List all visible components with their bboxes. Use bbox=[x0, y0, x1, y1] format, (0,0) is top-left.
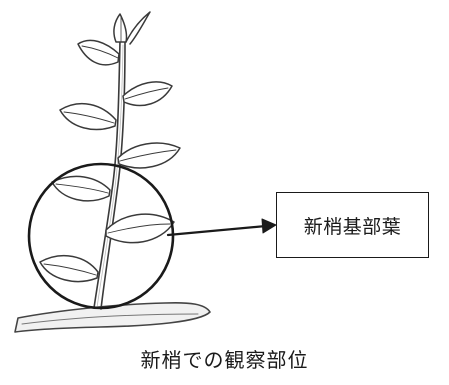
leaf bbox=[59, 102, 117, 131]
leaf bbox=[117, 142, 181, 169]
leaf bbox=[51, 175, 111, 202]
callout-label-box: 新梢基部葉 bbox=[276, 192, 429, 258]
leaf bbox=[122, 81, 173, 107]
callout-arrow bbox=[166, 218, 277, 237]
leaf bbox=[105, 213, 175, 244]
plant-stem bbox=[93, 39, 126, 310]
terminal-bud bbox=[113, 11, 151, 45]
figure-caption: 新梢での観察部位 bbox=[140, 348, 309, 372]
observation-circle bbox=[27, 162, 175, 310]
callout-label: 新梢基部葉 bbox=[303, 215, 402, 238]
leaf bbox=[77, 39, 120, 66]
leaf bbox=[39, 254, 99, 283]
